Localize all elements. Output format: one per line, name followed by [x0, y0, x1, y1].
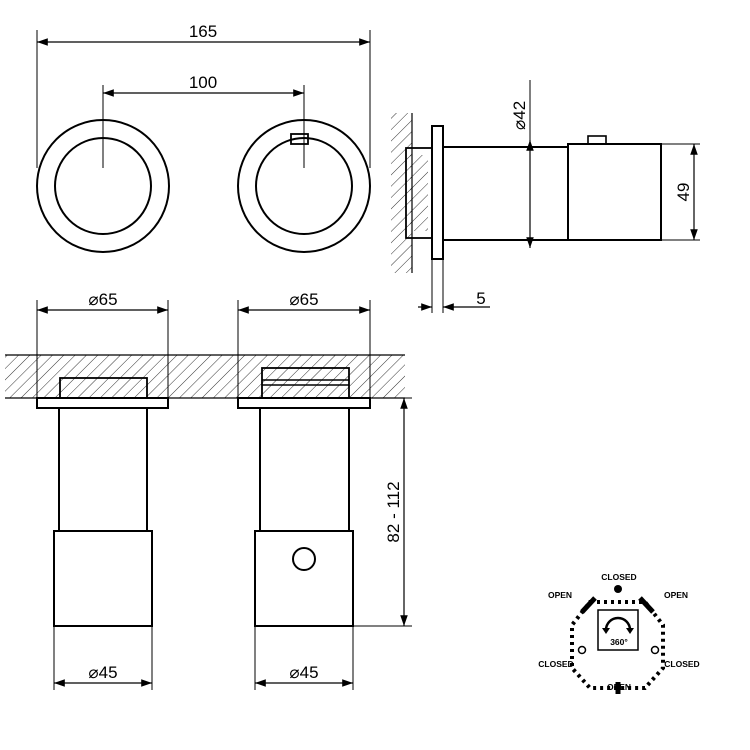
dimension-projection-label: 82 - 112	[384, 481, 403, 542]
right-flange	[237, 397, 371, 409]
dimension-65-left-label: ⌀65	[88, 290, 117, 309]
right-plate-outer	[237, 119, 371, 253]
front-view: 165 100	[36, 22, 371, 253]
closed-top-dot	[614, 585, 622, 593]
body	[442, 146, 569, 241]
closed-left-dot	[577, 645, 587, 655]
closed-right-label: CLOSED	[664, 659, 699, 669]
left-plate-outer	[36, 119, 170, 253]
open-left-label: OPEN	[548, 590, 572, 600]
closed-top-label: CLOSED	[601, 572, 636, 582]
left-plate-inner	[54, 137, 152, 235]
open-bottom-label: OPEN	[607, 682, 631, 692]
right-knob-button	[292, 547, 316, 571]
rotation-legend: 360° CLOSED OPEN OPEN CLOSED CLOSED OPEN	[538, 572, 700, 694]
right-knob	[254, 530, 354, 627]
side-view: ⌀42 49 5	[391, 80, 700, 313]
left-knob	[53, 530, 153, 627]
closed-left-label: CLOSED	[538, 659, 573, 669]
dimension-5-label: 5	[476, 289, 485, 308]
dimension-65-right-label: ⌀65	[289, 290, 318, 309]
bottom-view: ⌀65 ⌀65 82 - 112 ⌀45 ⌀45	[5, 290, 412, 690]
knob	[567, 143, 662, 241]
rotation-label: 360°	[610, 637, 628, 647]
right-plate-indicator	[290, 133, 309, 145]
wall-section	[391, 113, 412, 273]
dimension-42-label: ⌀42	[510, 101, 529, 130]
dimension-49-label: 49	[674, 183, 693, 202]
dimension-45-left-label: ⌀45	[88, 663, 117, 682]
right-plate-inner	[255, 137, 353, 235]
dimension-45-right-label: ⌀45	[289, 663, 318, 682]
right-body	[259, 407, 350, 532]
flange	[431, 125, 444, 260]
left-body	[58, 407, 148, 532]
open-right-label: OPEN	[664, 590, 688, 600]
closed-right-dot	[650, 645, 660, 655]
rotation-arrow-icon	[604, 616, 632, 631]
dimension-100-label: 100	[189, 73, 217, 92]
wall-bottom	[5, 355, 405, 398]
left-flange	[36, 397, 169, 409]
dimension-165-label: 165	[189, 22, 217, 41]
